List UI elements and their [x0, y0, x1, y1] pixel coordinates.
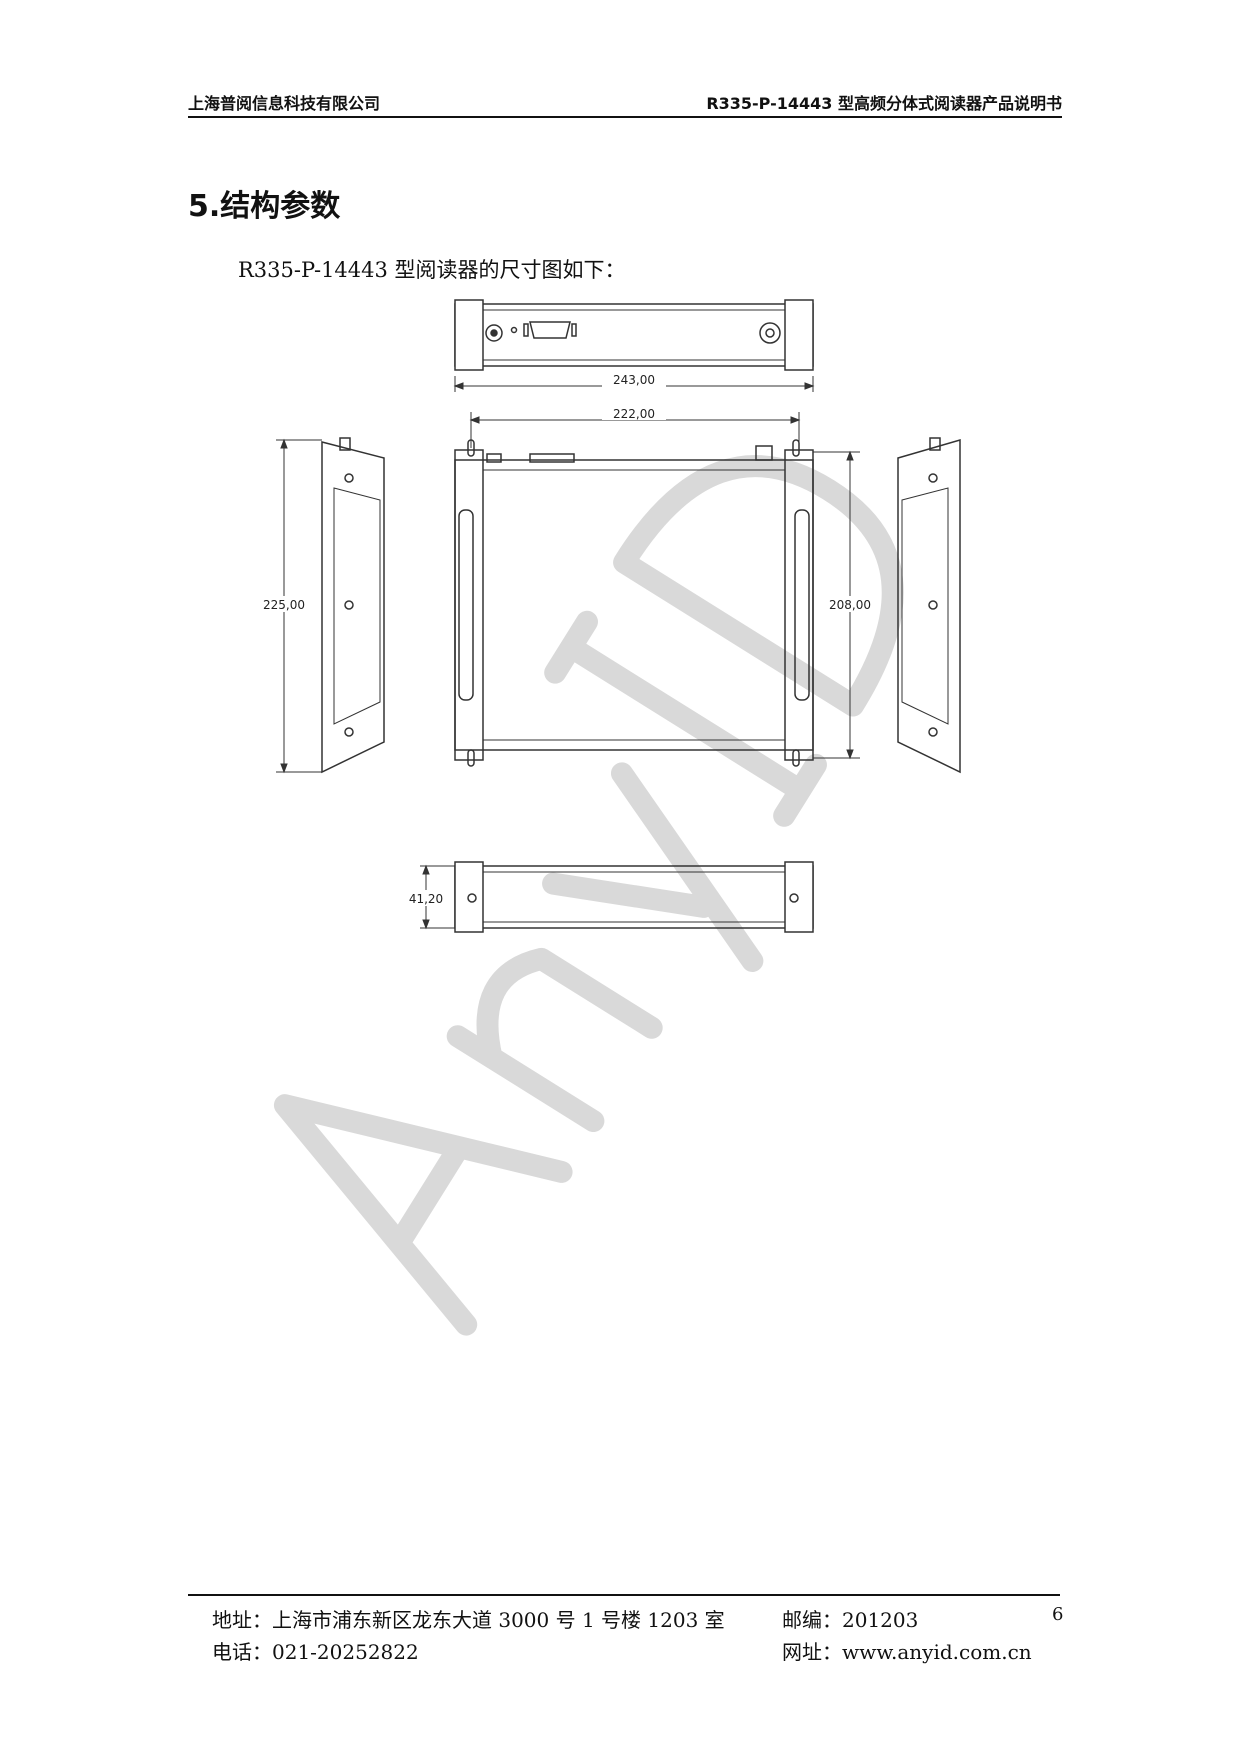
footer-website: 网址：www.anyid.com.cn	[782, 1640, 1032, 1664]
footer-phone: 电话：021-20252822	[212, 1640, 419, 1664]
dim-41	[420, 864, 455, 930]
power-connector-icon	[485, 324, 503, 342]
header-company: 上海普阅信息科技有限公司	[188, 94, 381, 113]
page-footer: 地址：上海市浦东新区龙东大道 3000 号 1 号楼 1203 室 邮编：201…	[212, 1604, 1032, 1668]
dim-label-mounting-width: 222,00	[613, 407, 655, 421]
right-side-view	[897, 437, 961, 774]
footer-rule	[188, 1594, 1060, 1596]
serial-port-icon	[529, 321, 571, 339]
section-title: 5.结构参数	[188, 189, 341, 224]
dim-label-overall-width: 243,00	[613, 373, 655, 387]
page-header: 上海普阅信息科技有限公司 R335-P-14443 型高频分体式阅读器产品说明书	[188, 88, 1062, 118]
bottom-side-view	[454, 861, 814, 933]
section-intro: R335-P-14443 型阅读器的尺寸图如下：	[238, 258, 626, 282]
antenna-connector-icon	[759, 322, 781, 344]
footer-address: 地址：上海市浦东新区龙东大道 3000 号 1 号楼 1203 室	[212, 1608, 725, 1632]
dim-label-height: 41,20	[409, 892, 443, 906]
dimension-drawing: 243,00 222,00 225,00 208,00 41,20	[263, 299, 961, 933]
footer-postcode: 邮编：201203	[782, 1608, 919, 1632]
top-view	[454, 439, 814, 767]
left-side-view	[321, 437, 385, 774]
header-document-title: R335-P-14443 型高频分体式阅读器产品说明书	[706, 94, 1062, 113]
front-panel-view	[454, 299, 814, 371]
page-number: 6	[1052, 1604, 1064, 1625]
dim-label-overall-depth: 225,00	[263, 598, 305, 612]
dim-label-mounting-depth: 208,00	[829, 598, 871, 612]
